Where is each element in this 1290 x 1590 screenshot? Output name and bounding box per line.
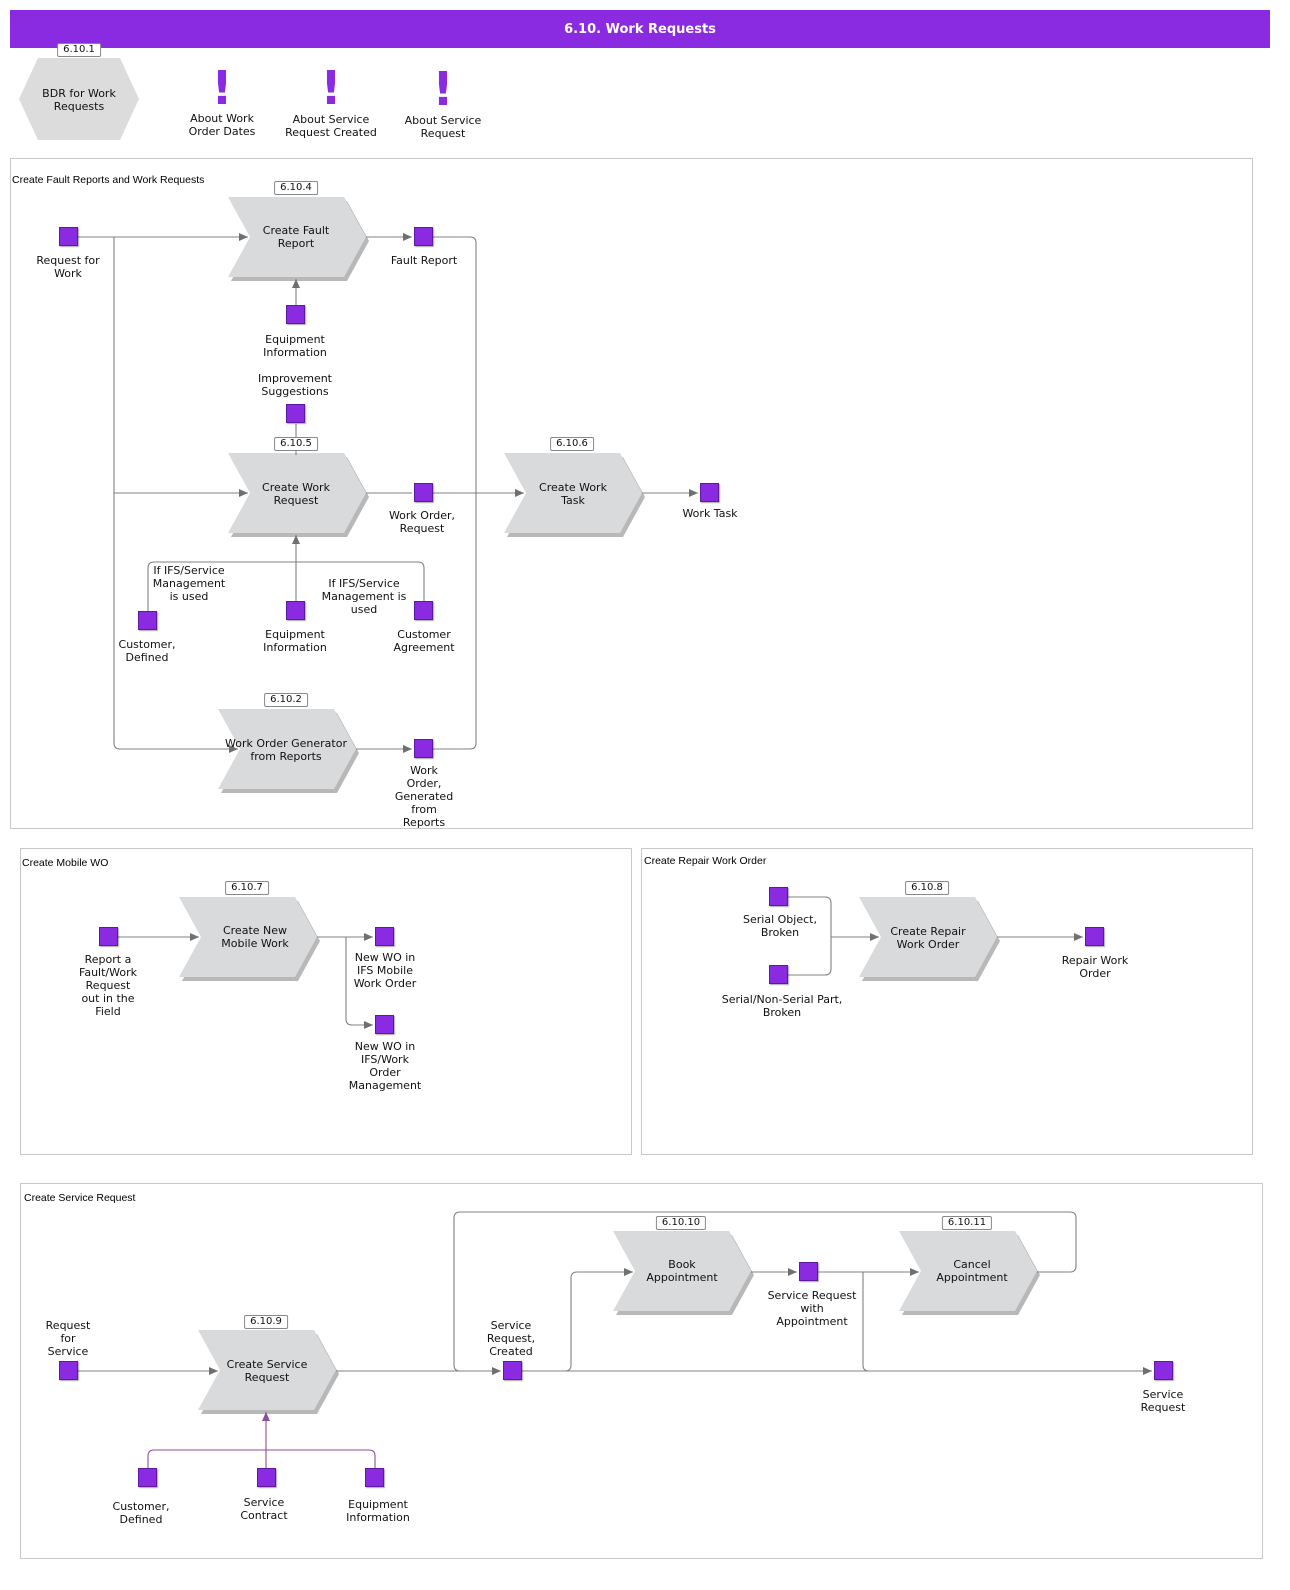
- object-new-wo-mobile[interactable]: [375, 927, 394, 946]
- page-title-text: 6.10. Work Requests: [564, 21, 716, 37]
- process-book-appointment[interactable]: [613, 1231, 751, 1311]
- page-title: 6.10. Work Requests: [10, 10, 1270, 48]
- object-service-request[interactable]: [1154, 1361, 1173, 1380]
- object-request-for-work[interactable]: [59, 227, 78, 246]
- object-label-repair-work-order: Repair Work Order: [1061, 954, 1129, 980]
- bdr-label: BDR for Work Requests: [42, 87, 116, 113]
- object-label-serial-object-broken: Serial Object, Broken: [743, 913, 817, 939]
- exclamation-icon[interactable]: !: [320, 61, 342, 115]
- object-label-customer-agreement: Customer Agreement: [393, 628, 455, 654]
- badge-6-10-10: 6.10.10: [655, 1216, 707, 1230]
- process-label-book-appointment: Book Appointment: [646, 1258, 718, 1284]
- object-label-service-contract: Service Contract: [240, 1496, 288, 1522]
- object-label-new-wo-management: New WO in IFS/Work Order Management: [348, 1040, 422, 1092]
- object-label-report-fault: Report a Fault/Work Request out in the F…: [79, 953, 137, 1018]
- object-sr-with-appointment[interactable]: [799, 1262, 818, 1281]
- process-cancel-appointment[interactable]: [899, 1231, 1037, 1311]
- object-repair-work-order[interactable]: [1085, 927, 1104, 946]
- process-label-create-work-task: Create Work Task: [539, 481, 607, 507]
- object-sr-created[interactable]: [503, 1361, 522, 1380]
- object-wo-generated[interactable]: [414, 739, 433, 758]
- badge-6-10-8: 6.10.8: [905, 881, 949, 895]
- note-about-service-request[interactable]: About Service Request: [404, 114, 482, 140]
- condition-ifs-service-left: If IFS/Service Management is used: [152, 564, 226, 603]
- bdr-hexagon[interactable]: [19, 58, 139, 140]
- object-work-task[interactable]: [700, 483, 719, 502]
- badge-6-10-7: 6.10.7: [225, 881, 269, 895]
- object-work-order-request[interactable]: [414, 483, 433, 502]
- process-label-create-fault-report: Create Fault Report: [262, 224, 330, 250]
- object-label-work-order-request: Work Order, Request: [388, 509, 456, 535]
- connectors: [78, 233, 1152, 1375]
- badge-6-10-6: 6.10.6: [550, 437, 594, 451]
- process-label-cancel-appointment: Cancel Appointment: [936, 1258, 1008, 1284]
- object-label-wo-generated: Work Order, Generated from Reports: [394, 764, 454, 829]
- exclamation-icon[interactable]: !: [211, 61, 233, 115]
- object-label-equipment-information-service: Equipment Information: [346, 1498, 410, 1524]
- note-about-work-order-dates[interactable]: About Work Order Dates: [188, 112, 256, 138]
- object-label-request-for-service: Request for Service: [45, 1319, 91, 1358]
- object-label-improvement-suggestions: Improvement Suggestions: [258, 372, 332, 398]
- process-label-create-mobile-work: Create New Mobile Work: [221, 924, 289, 950]
- object-serial-part-broken[interactable]: [769, 965, 788, 984]
- object-request-for-service[interactable]: [59, 1361, 78, 1380]
- object-label-request-for-work: Request for Work: [36, 254, 100, 280]
- badge-6-10-5: 6.10.5: [274, 437, 318, 451]
- panel-fault-reports: [10, 158, 1253, 829]
- object-improvement-suggestions[interactable]: [286, 404, 305, 423]
- process-create-mobile-work[interactable]: [179, 897, 317, 977]
- badge-6-10-11: 6.10.11: [941, 1216, 993, 1230]
- process-wo-generator[interactable]: [218, 709, 356, 789]
- process-label-create-repair-wo: Create Repair Work Order: [890, 925, 966, 951]
- object-fault-report[interactable]: [414, 227, 433, 246]
- object-label-new-wo-mobile: New WO in IFS Mobile Work Order: [353, 951, 417, 990]
- panel-title-fault: Create Fault Reports and Work Requests: [12, 174, 205, 186]
- object-service-contract[interactable]: [257, 1468, 276, 1487]
- badge-6-10-2: 6.10.2: [264, 693, 308, 707]
- object-label-serial-part-broken: Serial/Non-Serial Part, Broken: [721, 993, 843, 1019]
- condition-ifs-service-right: If IFS/Service Management is used: [321, 577, 407, 616]
- object-label-equipment-information: Equipment Information: [263, 333, 327, 359]
- service-input-connectors: [147, 1412, 376, 1468]
- panel-title-service: Create Service Request: [24, 1192, 136, 1204]
- process-create-work-task[interactable]: [504, 453, 642, 533]
- object-new-wo-management[interactable]: [375, 1015, 394, 1034]
- badge-6-10-9: 6.10.9: [244, 1315, 288, 1329]
- object-report-fault[interactable]: [99, 927, 118, 946]
- object-label-fault-report: Fault Report: [390, 254, 458, 267]
- panel-mobile-wo: [20, 848, 632, 1155]
- object-serial-object-broken[interactable]: [769, 887, 788, 906]
- panel-title-mobile: Create Mobile WO: [22, 857, 109, 869]
- object-label-equipment-information-2: Equipment Information: [263, 628, 327, 654]
- object-equipment-information[interactable]: [286, 305, 305, 324]
- object-customer-agreement[interactable]: [414, 601, 433, 620]
- object-equipment-information-2[interactable]: [286, 601, 305, 620]
- object-label-service-request: Service Request: [1140, 1388, 1186, 1414]
- process-create-repair-wo[interactable]: [859, 897, 997, 977]
- object-label-customer-defined: Customer, Defined: [118, 638, 176, 664]
- object-label-sr-created: Service Request, Created: [486, 1319, 536, 1358]
- process-create-service-request[interactable]: [198, 1330, 336, 1410]
- panel-title-repair: Create Repair Work Order: [644, 855, 767, 867]
- process-label-create-work-request: Create Work Request: [262, 481, 330, 507]
- object-label-sr-with-appointment: Service Request with Appointment: [767, 1289, 857, 1328]
- object-label-work-task: Work Task: [682, 507, 738, 520]
- panel-repair-wo: [641, 848, 1253, 1155]
- process-create-fault-report[interactable]: [228, 197, 366, 277]
- process-label-wo-generator: Work Order Generator from Reports: [225, 737, 347, 763]
- badge-6-10-4: 6.10.4: [274, 181, 318, 195]
- panel-service-request: [20, 1183, 1263, 1559]
- note-about-service-request-created[interactable]: About Service Request Created: [285, 113, 377, 139]
- exclamation-icon[interactable]: !: [432, 62, 454, 116]
- object-label-customer-defined-service: Customer, Defined: [112, 1500, 170, 1526]
- object-customer-defined[interactable]: [138, 611, 157, 630]
- process-label-create-service-request: Create Service Request: [226, 1358, 308, 1384]
- object-equipment-information-service[interactable]: [365, 1468, 384, 1487]
- object-customer-defined-service[interactable]: [138, 1468, 157, 1487]
- process-shapes: [179, 197, 1040, 1414]
- process-create-work-request[interactable]: [228, 453, 366, 533]
- badge-6-10-1: 6.10.1: [57, 43, 101, 57]
